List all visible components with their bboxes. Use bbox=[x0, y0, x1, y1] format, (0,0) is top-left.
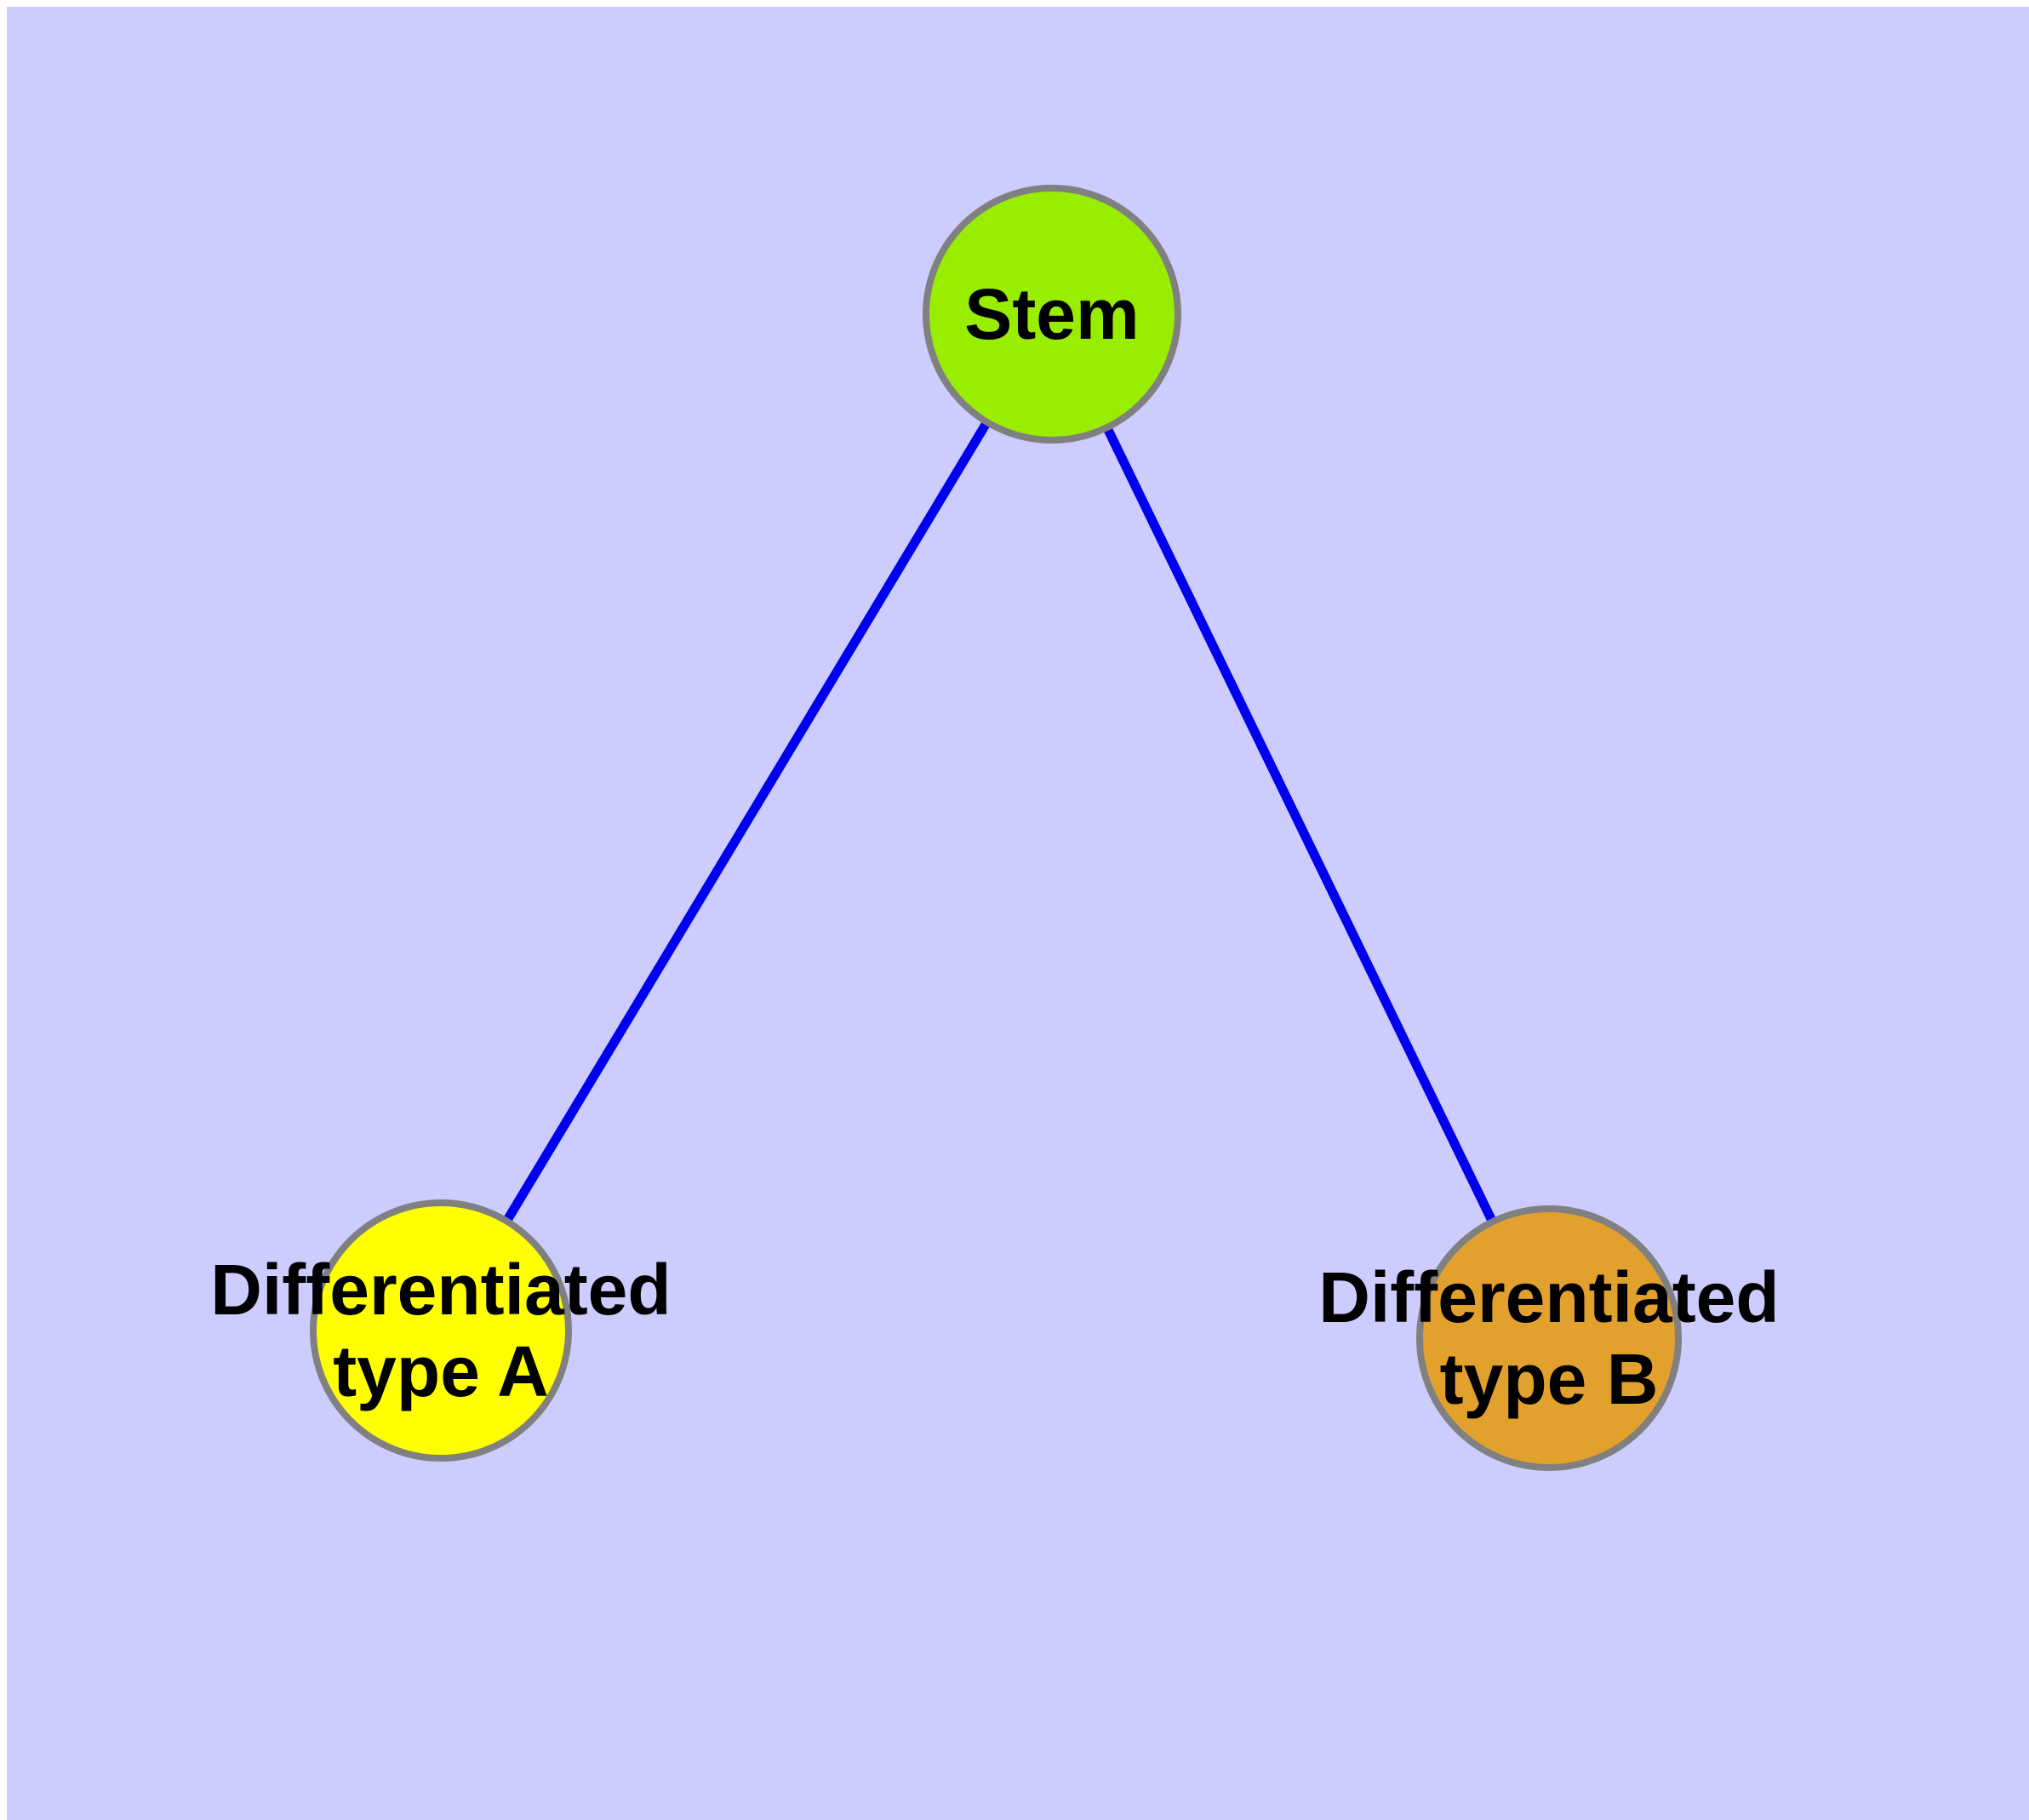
node-label-line: Stem bbox=[964, 274, 1139, 354]
nodes-group bbox=[310, 185, 1682, 1471]
edges-group bbox=[437, 312, 1553, 1341]
node-label-line: Differentiated bbox=[210, 1250, 671, 1330]
graph-edge-stem-to-a[interactable] bbox=[437, 312, 1056, 1333]
graph-node-diff_b[interactable] bbox=[1416, 1205, 1682, 1471]
node-label-line: type B bbox=[1440, 1339, 1659, 1419]
graph-edge-stem-to-b[interactable] bbox=[1048, 312, 1553, 1341]
graph-node-diff_a[interactable] bbox=[310, 1199, 572, 1462]
node-label-stem: Stem bbox=[964, 274, 1139, 354]
node-label-line: type A bbox=[333, 1331, 549, 1411]
graph-node-stem[interactable] bbox=[923, 185, 1181, 444]
node-label-line: Differentiated bbox=[1318, 1257, 1779, 1337]
